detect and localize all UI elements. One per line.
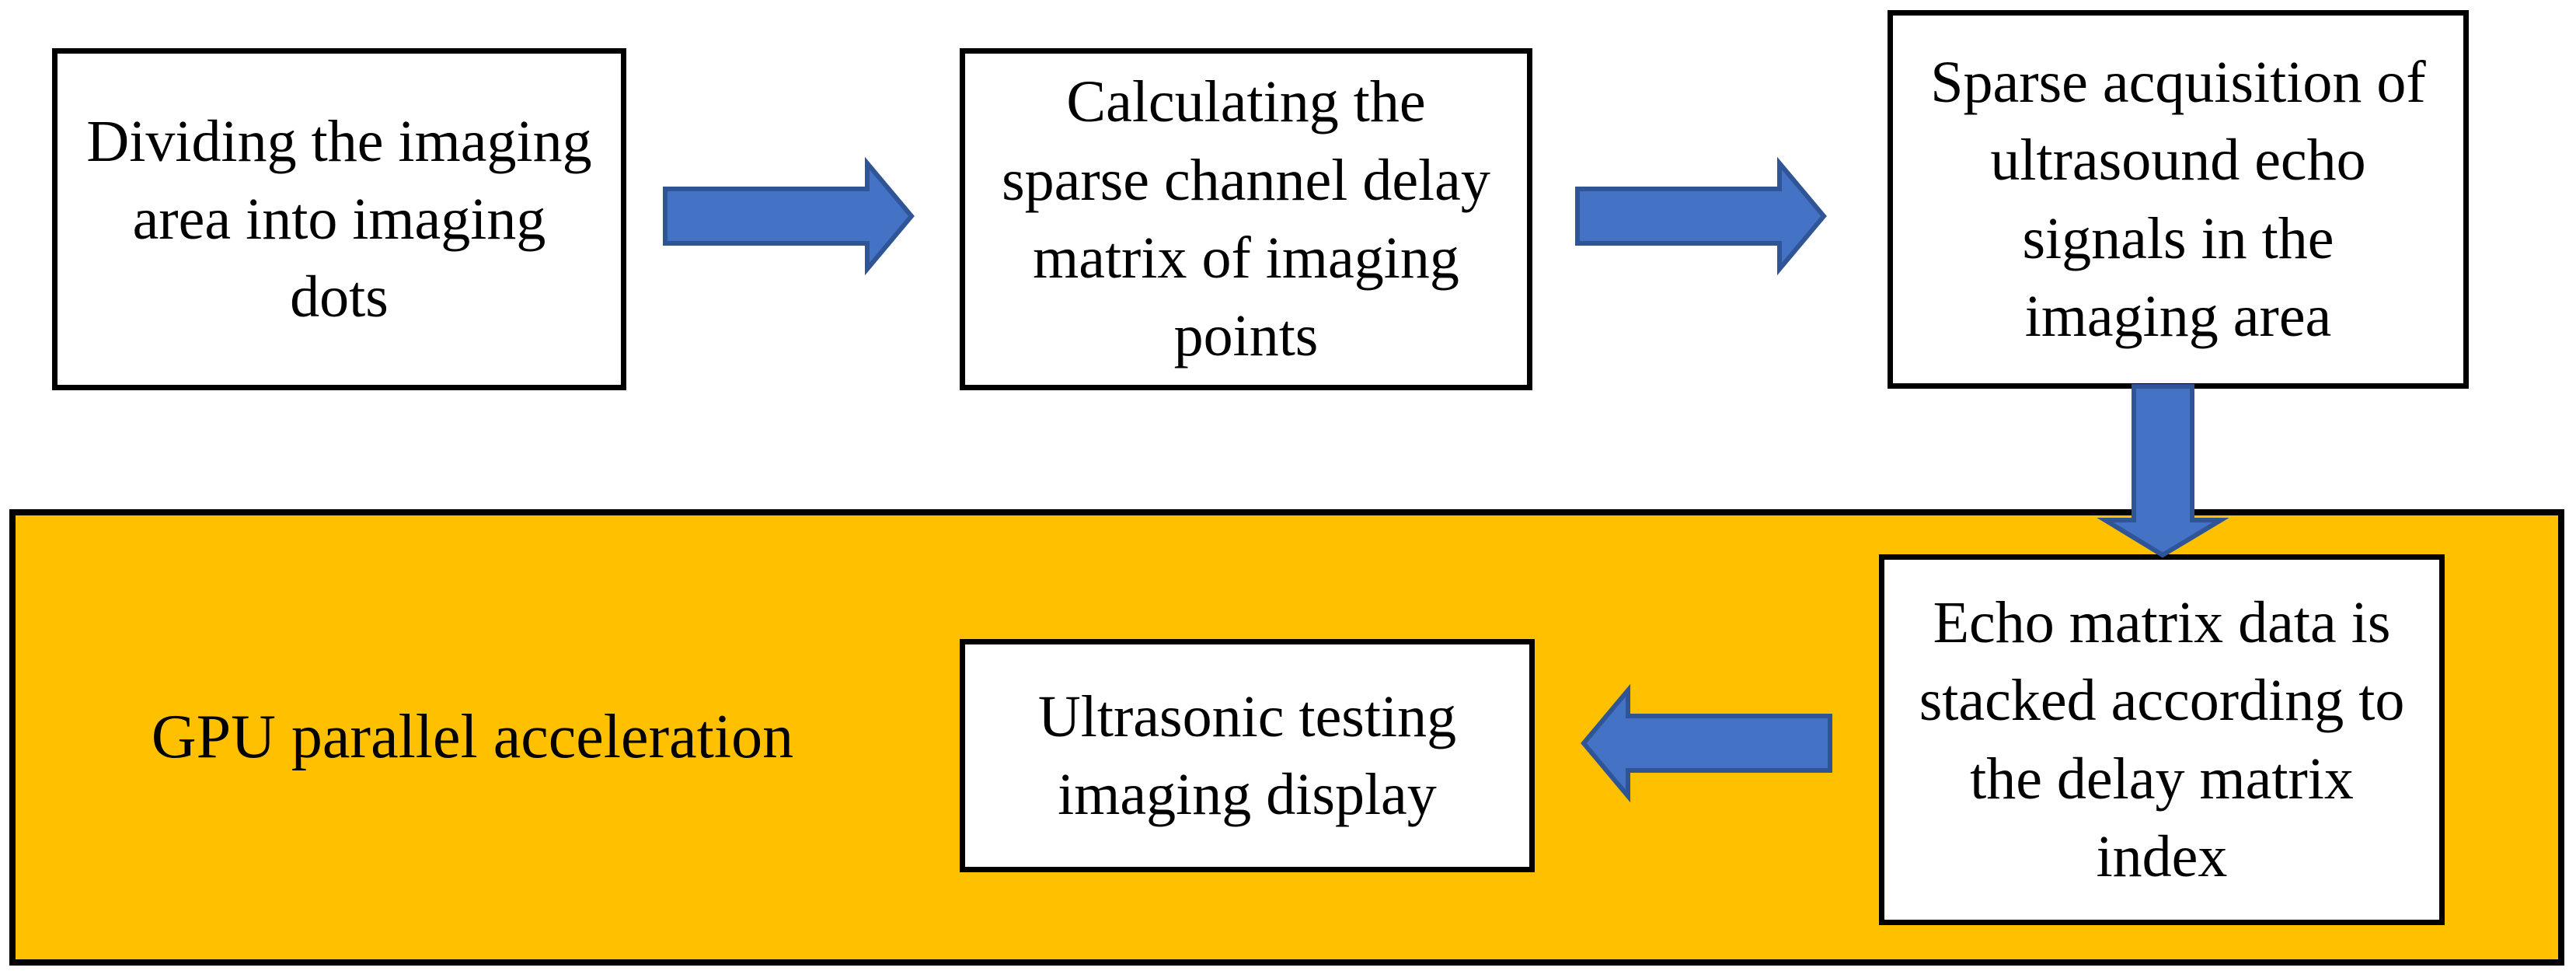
process-box-acquire-label: Sparse acquisition of ultrasound echo si…: [1930, 49, 2426, 349]
right-arrow-shape: [1575, 156, 1827, 276]
right-arrow-icon: [1575, 156, 1827, 276]
process-box-sparse-acquisition: Sparse acquisition of ultrasound echo si…: [1888, 10, 2469, 389]
gpu-panel-label: GPU parallel acceleration: [151, 703, 794, 771]
right-arrow-shape: [663, 156, 915, 276]
down-arrow-shape: [2097, 384, 2229, 558]
down-arrow-icon: [2097, 384, 2229, 558]
process-box-divide-imaging-area: Dividing the imaging area into imaging d…: [52, 48, 626, 390]
left-arrow-shape: [1581, 683, 1832, 803]
right-arrow-icon: [663, 156, 915, 276]
process-box-display-label: Ultrasonic testing imaging display: [1037, 683, 1457, 827]
process-box-divide-label: Dividing the imaging area into imaging d…: [86, 108, 592, 330]
process-box-calculate-delay-matrix: Calculating the sparse channel delay mat…: [960, 48, 1532, 390]
process-box-stack-label: Echo matrix data is stacked according to…: [1919, 589, 2405, 889]
process-box-echo-matrix-stack: Echo matrix data is stacked according to…: [1879, 554, 2445, 925]
process-box-calculate-label: Calculating the sparse channel delay mat…: [1002, 69, 1490, 369]
left-arrow-icon: [1581, 683, 1832, 803]
process-box-imaging-display: Ultrasonic testing imaging display: [960, 639, 1535, 872]
